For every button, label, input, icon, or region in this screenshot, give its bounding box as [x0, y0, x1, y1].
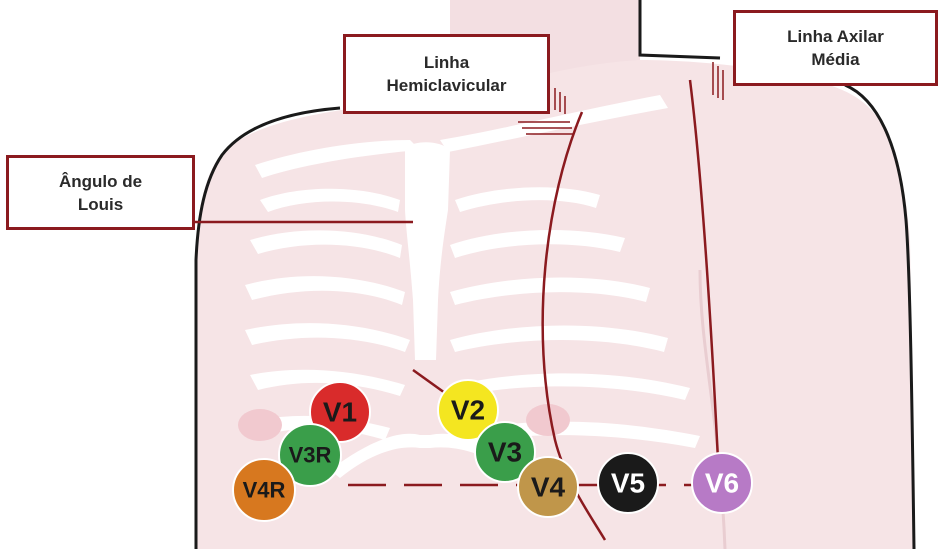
electrode-v1-label: V1	[323, 397, 357, 428]
body-outline-left	[194, 106, 341, 549]
louis-label-line1: Ângulo de	[58, 171, 143, 191]
electrode-v3-circle	[474, 421, 536, 483]
axillary-line	[688, 79, 720, 461]
electrode-v6: V6	[691, 452, 753, 514]
electrode-v3r-circle	[278, 423, 342, 487]
electrode-v4-circle	[517, 456, 579, 518]
electrode-v5-label: V5	[611, 468, 645, 499]
tick-marks	[518, 62, 724, 135]
electrode-v5-circle	[597, 452, 659, 514]
louis-label-box: Ângulo de Louis	[6, 155, 195, 230]
electrode-v4-label: V4	[531, 472, 566, 503]
electrode-v3: V3	[474, 421, 536, 483]
torso	[195, 0, 915, 549]
electrode-v2-circle	[437, 379, 499, 441]
axilar-label-line1: Linha Axilar	[787, 27, 884, 46]
hemiclavicular-label-line2: Hemiclavicular	[386, 76, 507, 95]
electrode-v3r-label: V3R	[289, 443, 332, 468]
body-outline-right	[638, 0, 721, 60]
electrode-v6-label: V6	[705, 468, 739, 499]
louis-label-line2: Louis	[77, 194, 124, 214]
hemiclavicular-line	[541, 111, 607, 541]
electrode-v3r: V3R	[278, 423, 342, 487]
electrode-v4r: V4R	[232, 458, 296, 522]
electrode-v2: V2	[437, 379, 499, 441]
axilar-label-line2: Média	[811, 50, 860, 69]
hemiclavicular-label-box: Linha Hemiclavicular	[343, 34, 550, 114]
ribcage	[245, 95, 700, 478]
electrode-v5: V5	[597, 452, 659, 514]
nipple-right	[526, 404, 570, 436]
nipple-left	[238, 409, 282, 441]
electrode-v2-label: V2	[451, 395, 485, 426]
body-outline-shoulder-right	[844, 83, 916, 549]
electrode-v3-label: V3	[488, 437, 522, 468]
electrode-v4r-label: V4R	[243, 478, 286, 503]
electrode-v4: V4	[517, 456, 579, 518]
hemiclavicular-label-line1: Linha	[423, 53, 470, 72]
axilar-label-box: Linha Axilar Média	[733, 10, 938, 86]
electrode-v6-circle	[691, 452, 753, 514]
electrode-v4r-circle	[232, 458, 296, 522]
